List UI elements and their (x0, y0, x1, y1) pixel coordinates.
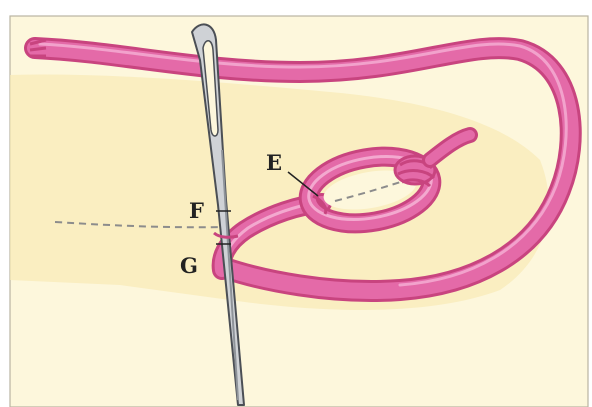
label-f: F (189, 198, 204, 223)
label-g: G (180, 253, 198, 278)
label-e: E (266, 150, 282, 175)
